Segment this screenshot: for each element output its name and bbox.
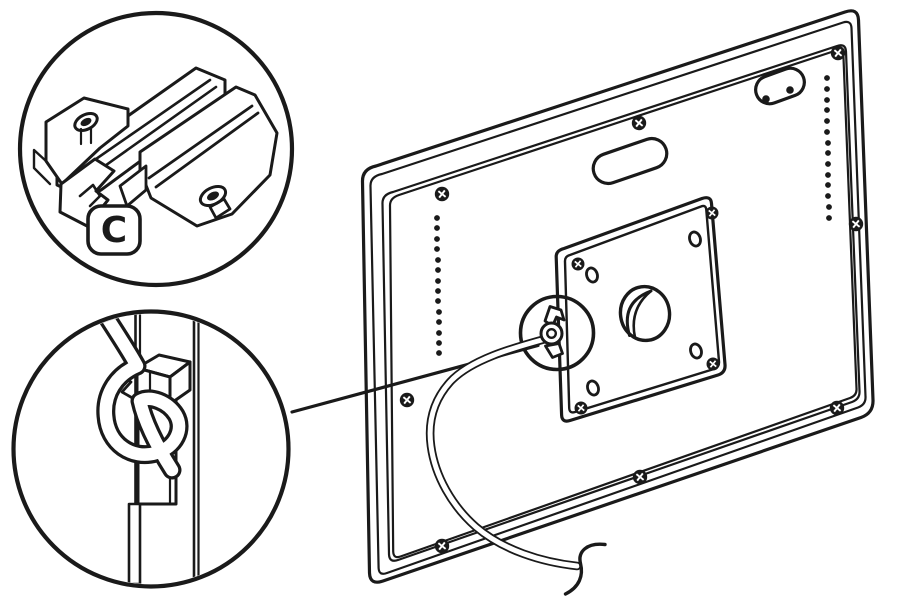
hook-callout-ring: [518, 294, 596, 372]
cable-loop-hole: [546, 328, 558, 340]
part-label-badge: C: [86, 204, 142, 256]
plate-center-hole: [618, 284, 672, 343]
panel-rim-line: [369, 20, 867, 575]
panel-face-edge-outer: [381, 44, 861, 562]
vesa-adapter-plate: [554, 196, 727, 423]
cable-loop: [539, 321, 564, 346]
part-label: C: [101, 210, 127, 251]
keyhole-slot: [754, 66, 806, 106]
plate-mount-slots: [585, 230, 703, 397]
vent-holes-right: [824, 75, 832, 221]
clamp-detail-callout: C: [17, 10, 295, 288]
cable-hook: [539, 305, 566, 359]
detail-cable-core: [89, 314, 186, 477]
cable-break-squiggle: [563, 542, 607, 596]
clamp-part-drawing: [32, 66, 279, 228]
cable: [425, 333, 607, 596]
handle-slot: [591, 136, 669, 186]
cable-tube-core: [427, 335, 580, 569]
vent-holes-left: [434, 215, 442, 356]
hook-detail-drawing: [86, 314, 200, 584]
cable-hook-detail-callout: [11, 309, 291, 589]
